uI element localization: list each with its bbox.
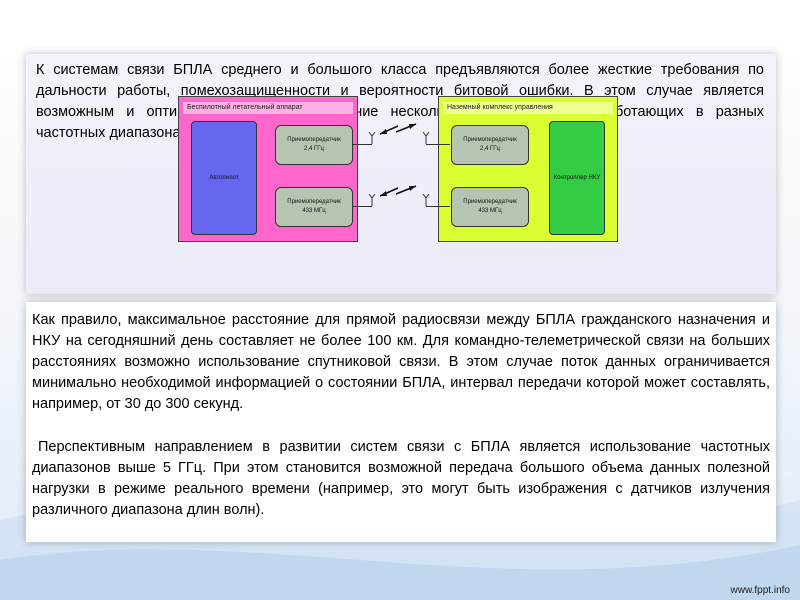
radio-link-arrows-icon [379, 185, 417, 197]
ground-transceiver-24ghz: Приемопередатчик 2,4 ГГц [451, 125, 529, 165]
autopilot-label: Автопилот [209, 174, 239, 181]
uav-transceiver-433mhz: Приемопередатчик 433 МГц [275, 187, 353, 227]
uav-panel-title: Беспилотный летательный аппарат [183, 102, 353, 114]
communication-diagram: Беспилотный летательный аппарат Автопило… [178, 96, 618, 242]
antenna-icon [422, 132, 430, 144]
prospects-paragraph: Перспективным направлением в развитии си… [32, 439, 770, 518]
bottom-text-card: Как правило, максимальное расстояние для… [26, 302, 776, 542]
transceiver-frequency: 433 МГц [302, 208, 326, 214]
uav-panel: Беспилотный летательный аппарат Автопило… [178, 96, 358, 242]
transceiver-label: Приемопередатчик [463, 137, 517, 143]
uav-connector-1 [352, 144, 372, 145]
transceiver-frequency: 433 МГц [478, 208, 502, 214]
antenna-icon [368, 194, 376, 206]
range-paragraph: Как правило, максимальное расстояние для… [32, 312, 770, 412]
controller-label: Контроллер НКУ [553, 174, 601, 181]
antenna-icon [368, 132, 376, 144]
autopilot-block: Автопилот [191, 121, 257, 235]
transceiver-label: Приемопередатчик [463, 199, 517, 205]
transceiver-frequency: 2,4 ГГц [304, 146, 324, 152]
footer-website-link[interactable]: www.fppt.info [730, 585, 790, 596]
uav-connector-2 [352, 206, 372, 207]
ground-connector-1 [426, 144, 450, 145]
controller-block: Контроллер НКУ [549, 121, 605, 235]
transceiver-label: Приемопередатчик [287, 199, 341, 205]
uav-transceiver-24ghz: Приемопередатчик 2,4 ГГц [275, 125, 353, 165]
ground-connector-2 [426, 206, 450, 207]
antenna-icon [422, 194, 430, 206]
transceiver-label: Приемопередатчик [287, 137, 341, 143]
ground-transceiver-433mhz: Приемопередатчик 433 МГц [451, 187, 529, 227]
ground-station-panel-title: Наземный комплекс управления [443, 102, 613, 114]
ground-station-panel: Наземный комплекс управления Приемоперед… [438, 96, 618, 242]
transceiver-frequency: 2,4 ГГц [480, 146, 500, 152]
radio-link-arrows-icon [379, 123, 417, 135]
